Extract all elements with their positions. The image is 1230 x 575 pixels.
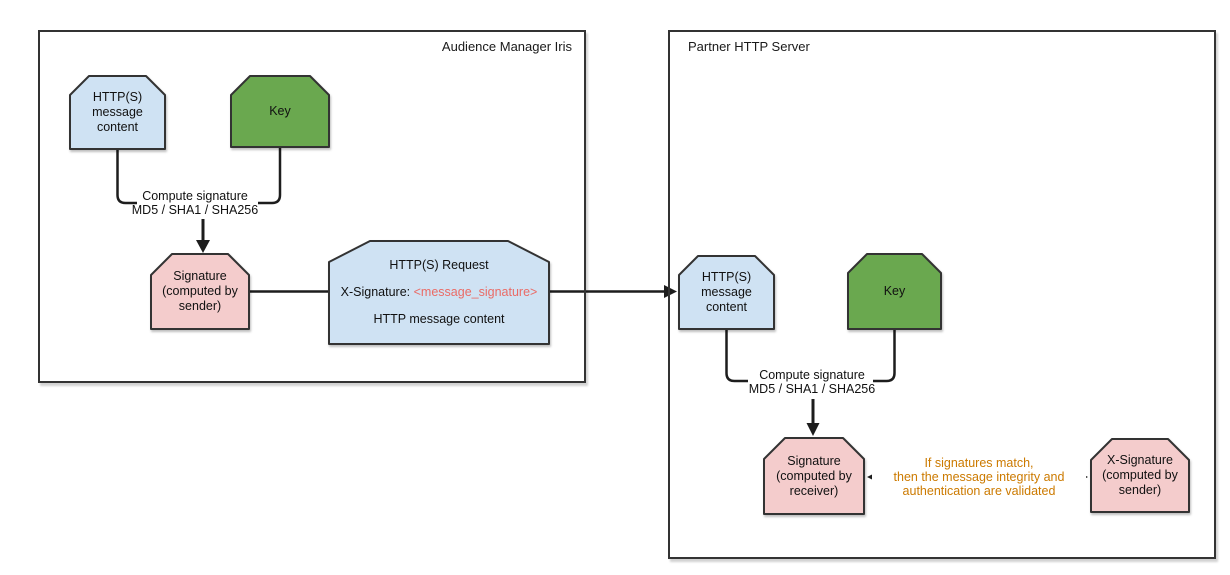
node-key-receiver: Key bbox=[847, 253, 942, 330]
node-label: HTTP(S) Request X-Signature: <message_si… bbox=[328, 240, 550, 345]
node-http-message-content-receiver: HTTP(S) message content bbox=[678, 255, 775, 330]
connector-message-to-compute-sender bbox=[116, 150, 137, 205]
container-label-audience-manager-iris: Audience Manager Iris bbox=[441, 39, 572, 54]
connector-message-to-compute-receiver bbox=[725, 330, 748, 383]
label-compute-signature-sender: Compute signature MD5 / SHA1 / SHA256 bbox=[131, 189, 259, 217]
note-signatures-match: If signatures match, then the message in… bbox=[872, 455, 1086, 499]
cut-corner-shape bbox=[328, 240, 550, 345]
node-label: Key bbox=[883, 284, 906, 298]
node-signature-receiver: Signature (computed by receiver) bbox=[763, 437, 865, 515]
cut-corner-shape bbox=[150, 253, 250, 330]
container-label-partner-http-server: Partner HTTP Server bbox=[688, 39, 810, 54]
connector-key-to-compute-sender bbox=[258, 148, 282, 205]
x-signature-placeholder: <message_signature> bbox=[413, 285, 538, 299]
arrow-compute-to-signature-sender bbox=[196, 219, 210, 253]
node-http-message-content-sender: HTTP(S) message content bbox=[69, 75, 166, 150]
cut-corner-shape bbox=[678, 255, 775, 330]
label-compute-signature-receiver: Compute signature MD5 / SHA1 / SHA256 bbox=[748, 368, 876, 396]
cut-corner-shape bbox=[763, 437, 865, 515]
node-signature-sender: Signature (computed by sender) bbox=[150, 253, 250, 330]
node-label: Signature (computed by sender) bbox=[162, 269, 238, 313]
cut-corner-shape bbox=[847, 253, 942, 330]
container-audience-manager-iris: Audience Manager Iris bbox=[38, 30, 586, 383]
node-label: HTTP(S) message content bbox=[701, 270, 752, 314]
connector-key-to-compute-receiver bbox=[873, 330, 896, 383]
cut-corner-shape bbox=[1090, 438, 1190, 513]
arrow-request-to-receiver bbox=[550, 285, 677, 298]
node-label: HTTP(S) message content bbox=[92, 90, 143, 134]
x-signature-key: X-Signature: bbox=[340, 285, 414, 299]
request-line-body: HTTP message content bbox=[373, 312, 505, 326]
node-http-request: HTTP(S) Request X-Signature: <message_si… bbox=[328, 240, 550, 345]
request-line-x-signature: X-Signature: <message_signature> bbox=[341, 285, 538, 300]
node-key-sender: Key bbox=[230, 75, 330, 148]
container-partner-http-server: Partner HTTP Server bbox=[668, 30, 1216, 559]
node-label: Key bbox=[269, 104, 291, 118]
node-x-signature-sender: X-Signature (computed by sender) bbox=[1090, 438, 1190, 513]
node-label: X-Signature (computed by sender) bbox=[1102, 453, 1178, 497]
request-line-title: HTTP(S) Request bbox=[389, 258, 489, 272]
arrow-compute-to-signature-receiver bbox=[806, 399, 820, 436]
node-label: Signature (computed by receiver) bbox=[776, 453, 852, 498]
cut-corner-shape bbox=[69, 75, 166, 150]
cut-corner-shape bbox=[230, 75, 330, 148]
